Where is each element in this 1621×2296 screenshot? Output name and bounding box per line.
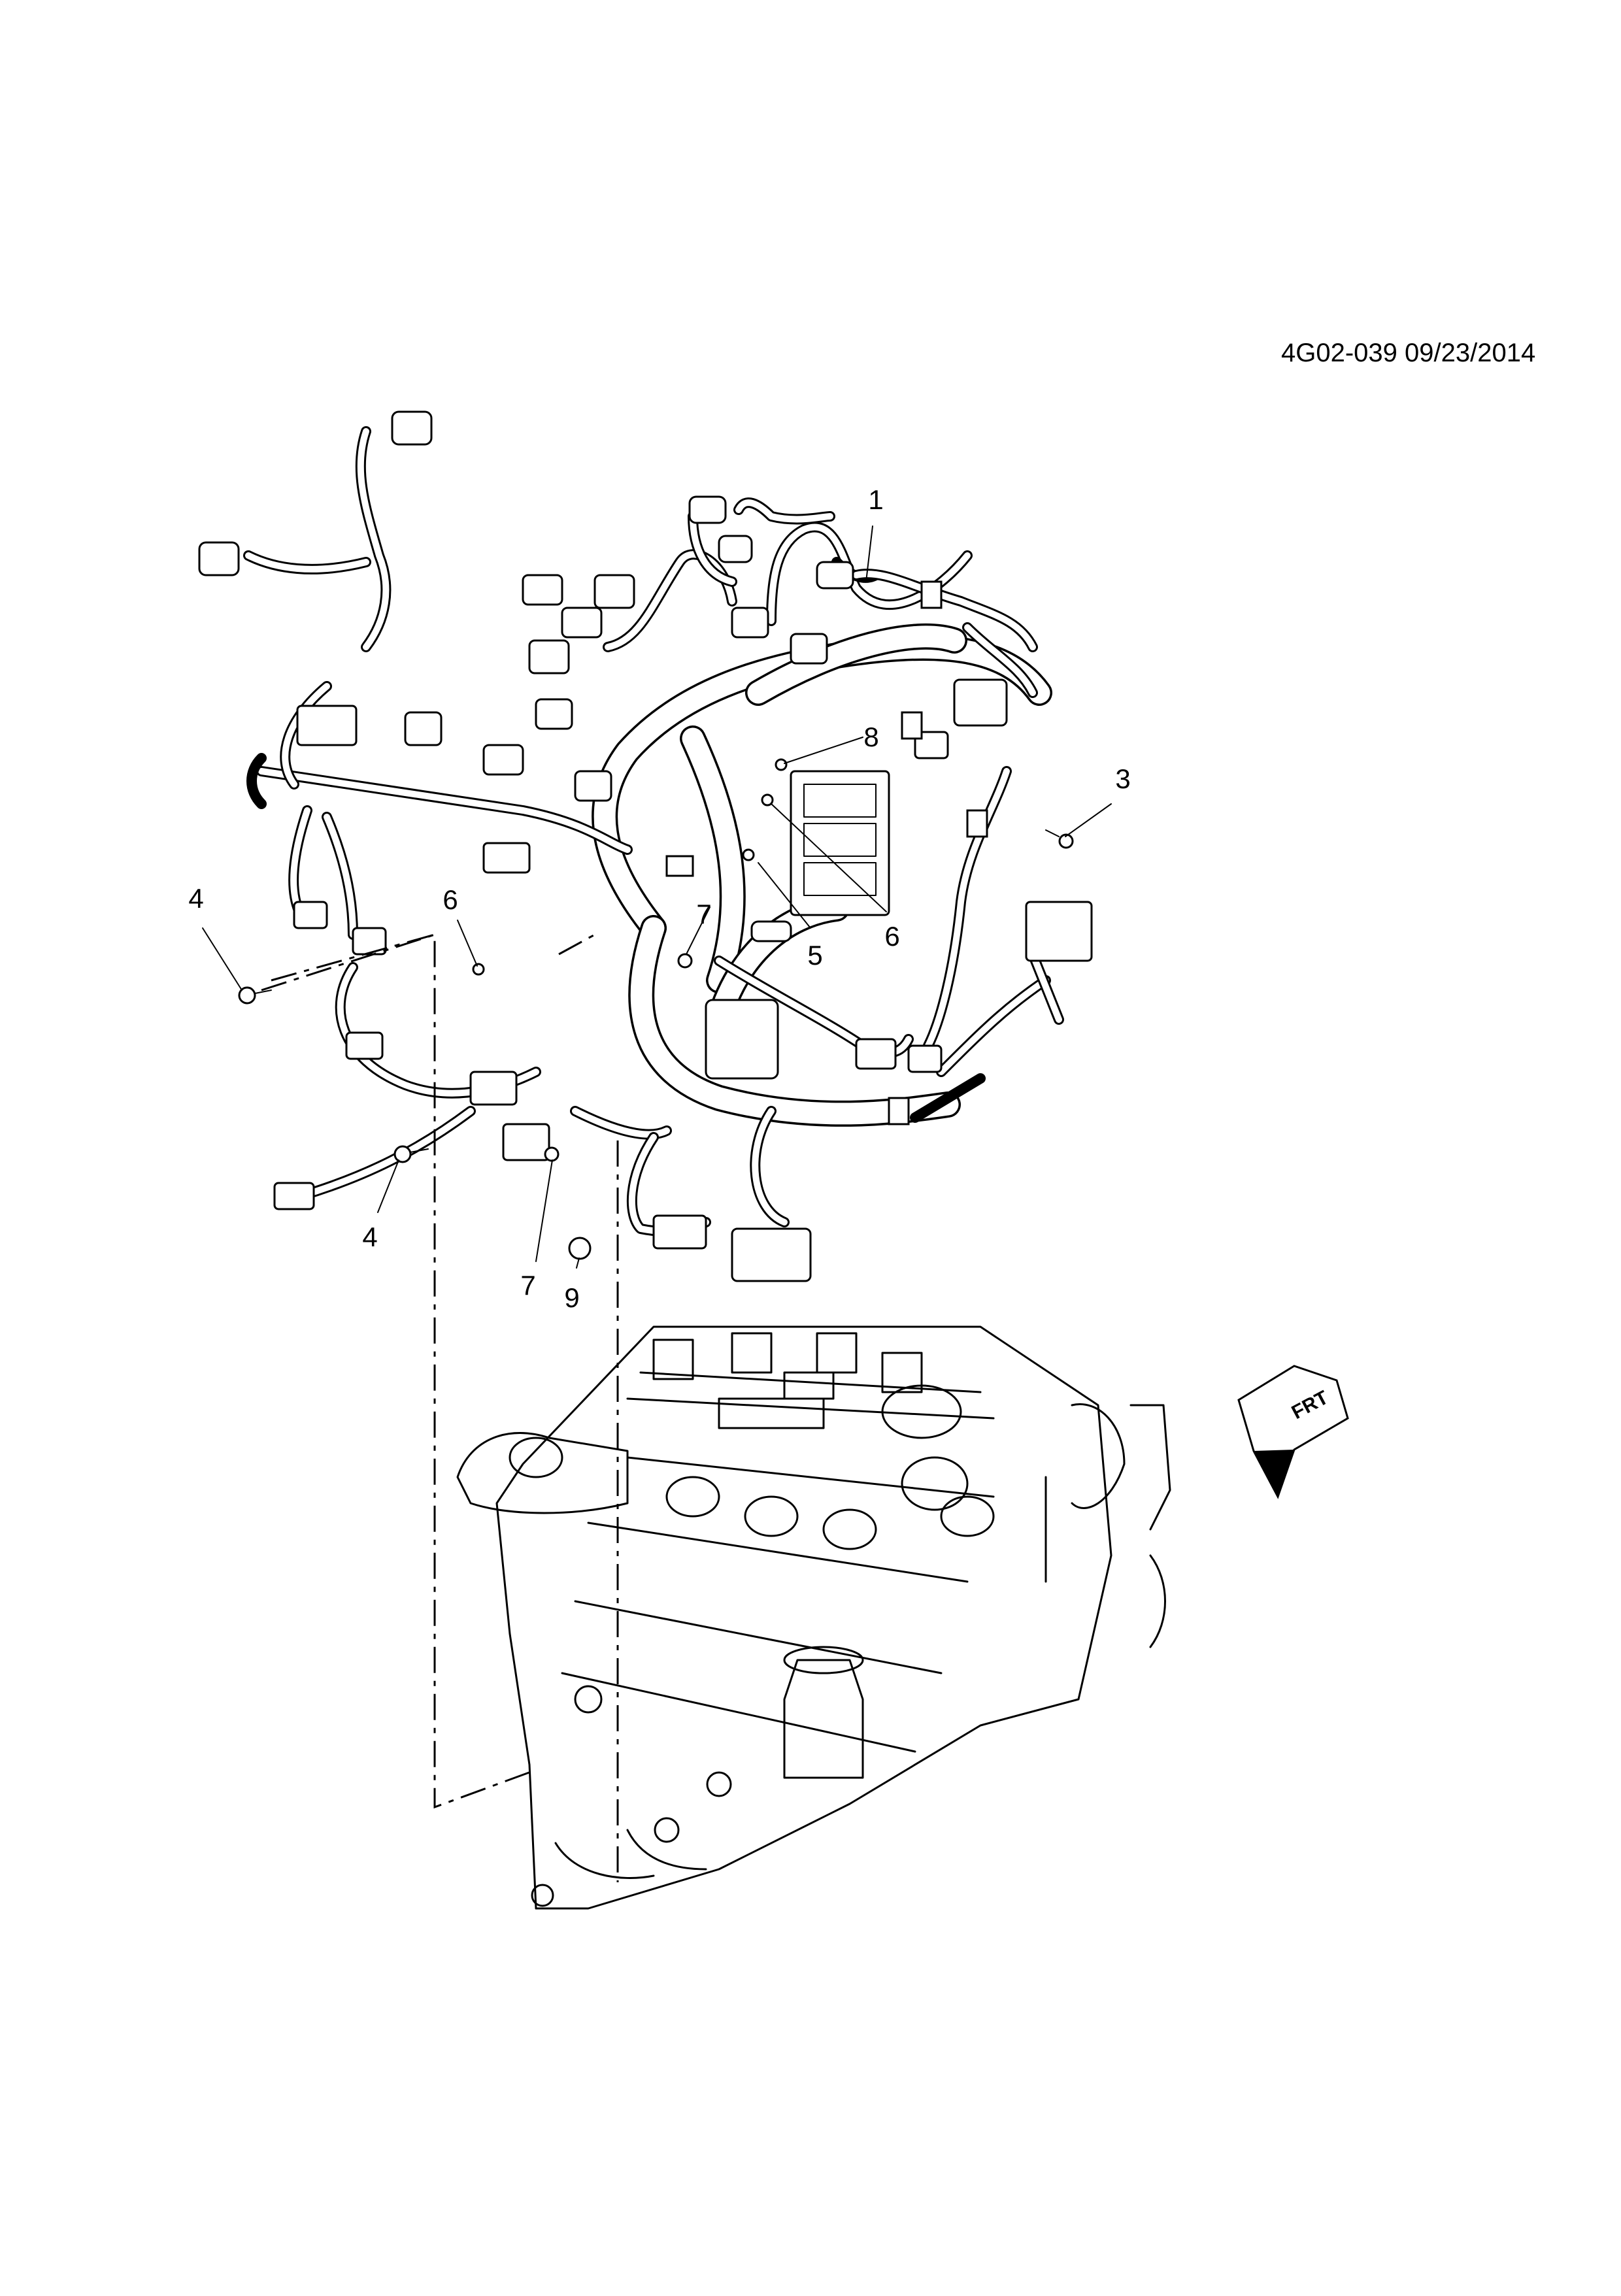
callout-3: 3 — [1115, 763, 1131, 794]
callout-9: 9 — [564, 1282, 580, 1313]
front-direction-arrow-icon: FRT — [1237, 1365, 1349, 1499]
callout-5: 5 — [807, 940, 823, 971]
callout-6-left: 6 — [443, 884, 458, 915]
leader-lines — [202, 525, 1112, 1269]
engine-wiring-harness — [198, 410, 1093, 1282]
alignment-dash-lines — [261, 933, 619, 1882]
callout-4-left: 4 — [188, 883, 204, 914]
fasteners — [238, 758, 1074, 1260]
engine-block — [456, 1325, 1171, 1910]
callout-6-right: 6 — [884, 921, 900, 952]
callout-7-upper: 7 — [696, 899, 712, 929]
callout-4-lower: 4 — [362, 1222, 378, 1252]
callout-7-lower: 7 — [520, 1270, 536, 1301]
callout-8: 8 — [863, 722, 879, 752]
diagram-reference-number: 4G02-039 09/23/2014 — [1281, 339, 1536, 367]
callout-1: 1 — [868, 484, 884, 515]
